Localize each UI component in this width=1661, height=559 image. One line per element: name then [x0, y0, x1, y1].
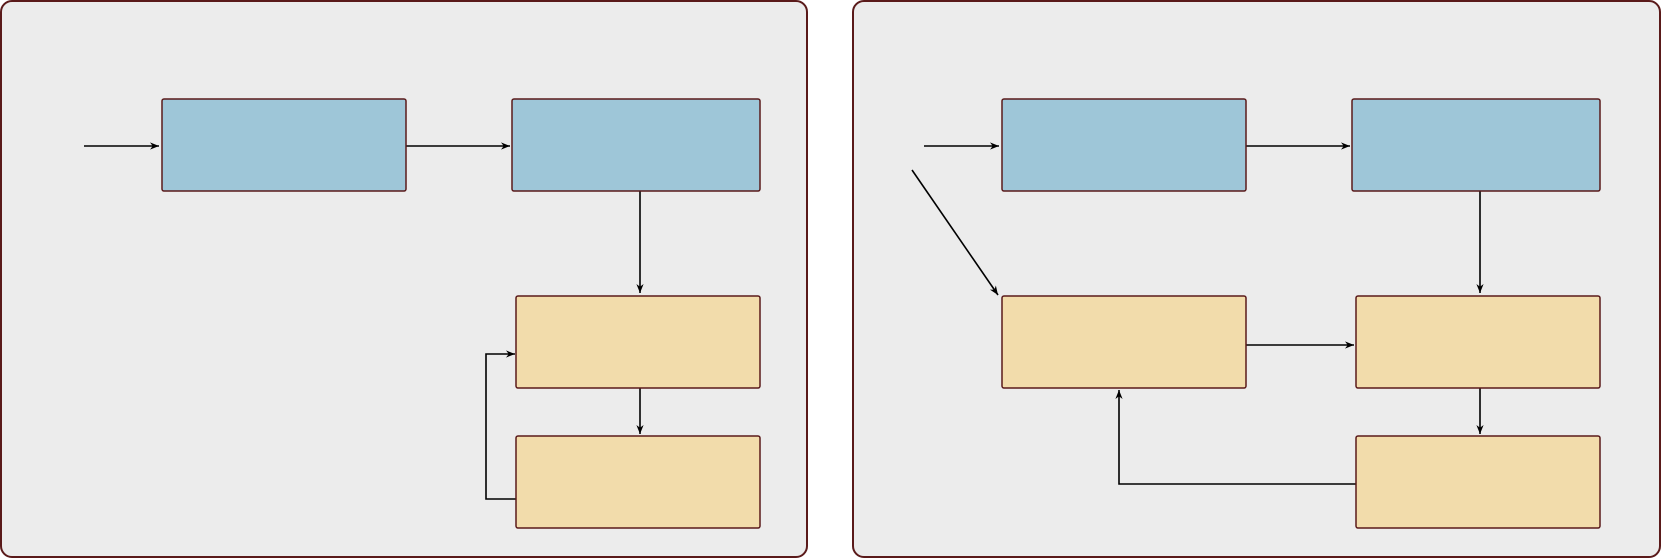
edge-input2-r3	[911, 169, 999, 296]
edge-r5-r3-loop	[1115, 390, 1356, 485]
node-l3[interactable]	[515, 295, 761, 389]
edge-l4-l3-loop	[485, 350, 516, 500]
right-diagram	[852, 0, 1661, 558]
node-r1[interactable]	[1001, 98, 1247, 192]
node-l2[interactable]	[511, 98, 761, 192]
node-r2[interactable]	[1351, 98, 1601, 192]
node-r5[interactable]	[1355, 435, 1601, 529]
node-r3[interactable]	[1001, 295, 1247, 389]
node-l1[interactable]	[161, 98, 407, 192]
node-r4[interactable]	[1355, 295, 1601, 389]
left-diagram	[0, 0, 808, 558]
node-l4[interactable]	[515, 435, 761, 529]
